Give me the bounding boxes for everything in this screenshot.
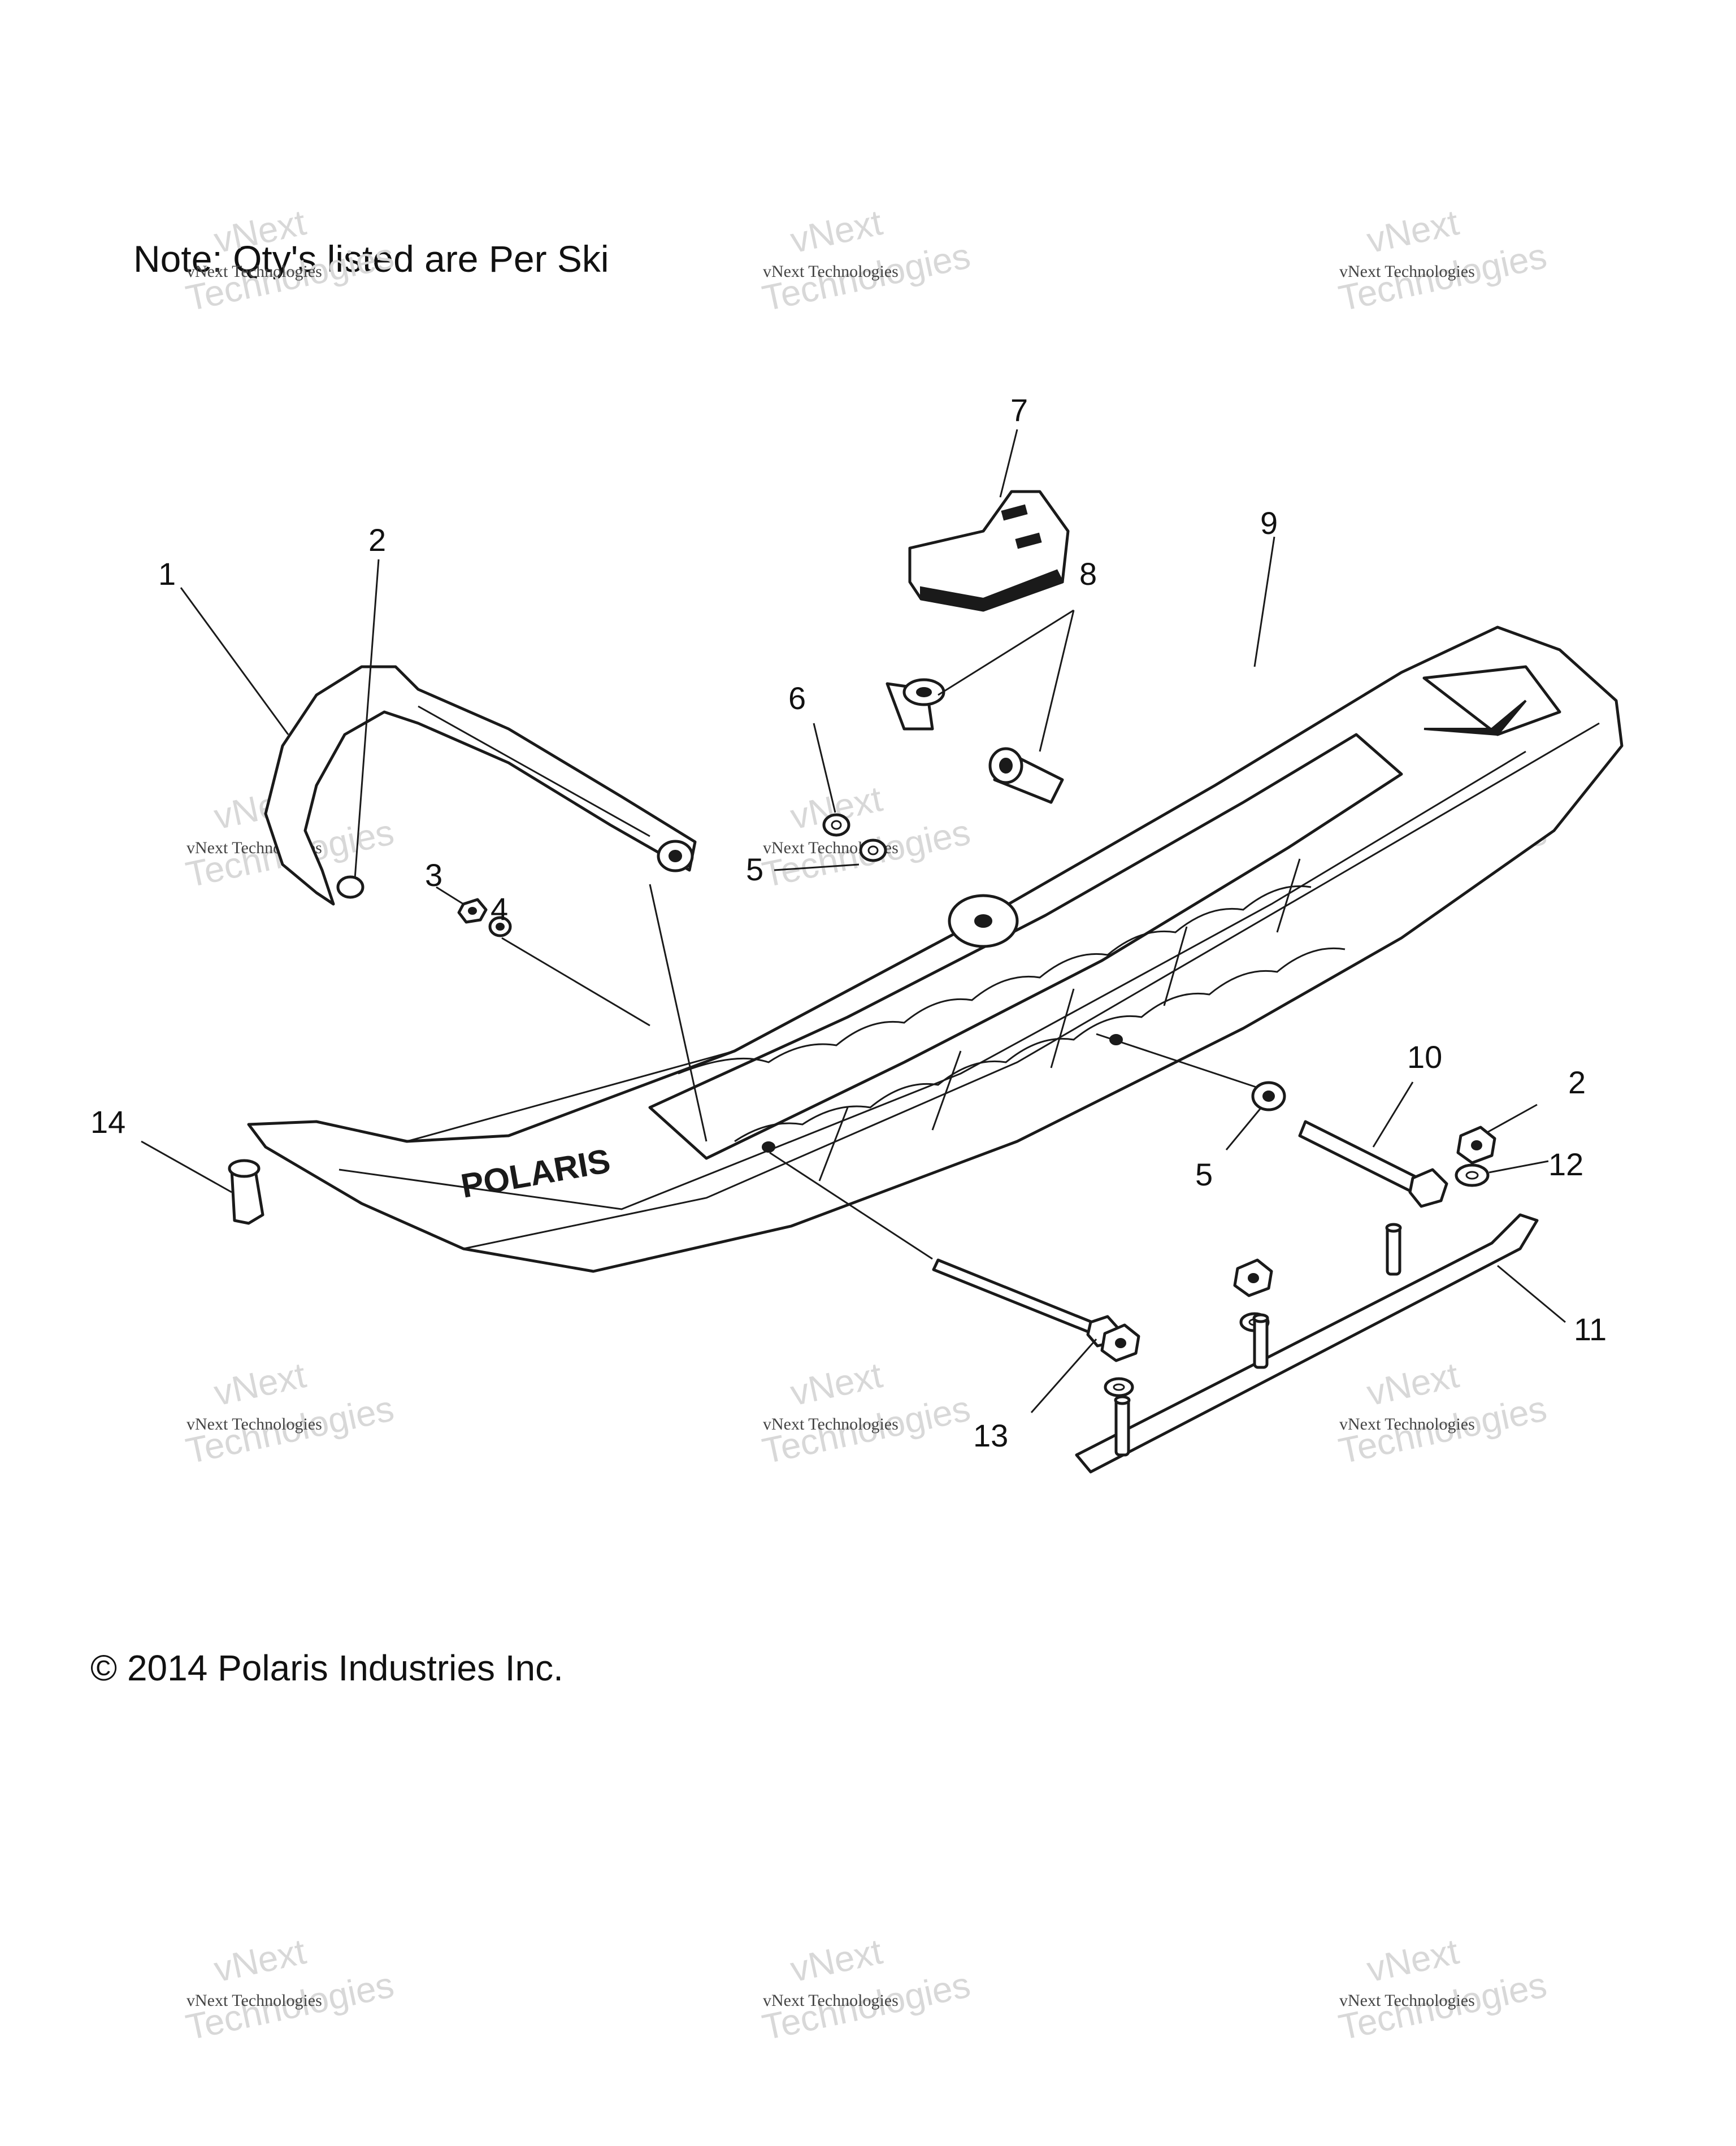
svg-text:vNext Technologies: vNext Technologies xyxy=(186,1991,322,2010)
note-text: Note: Qty's listed are Per Ski xyxy=(133,238,609,280)
svg-text:vNext: vNext xyxy=(210,1931,309,1989)
callout-5-lower: 5 xyxy=(1195,1157,1213,1192)
callout-12: 12 xyxy=(1548,1146,1583,1182)
svg-text:vNext: vNext xyxy=(787,1354,886,1413)
svg-text:vNext: vNext xyxy=(1363,202,1462,260)
callout-9: 9 xyxy=(1260,505,1278,541)
callout-13: 13 xyxy=(973,1418,1008,1453)
callout-2-right: 2 xyxy=(1568,1065,1586,1100)
svg-text:vNext Technologies: vNext Technologies xyxy=(1339,1991,1475,2010)
callout-4: 4 xyxy=(491,891,508,927)
svg-text:vNext: vNext xyxy=(210,202,309,260)
svg-text:vNext Technologies: vNext Technologies xyxy=(186,1415,322,1433)
leader-lines xyxy=(141,429,1566,1413)
callout-2-handle: 2 xyxy=(368,522,386,558)
svg-text:vNext Technologies: vNext Technologies xyxy=(186,262,322,281)
callout-14: 14 xyxy=(90,1104,125,1140)
ski-body: POLARIS xyxy=(247,625,1624,1273)
callouts: 1 2 3 4 5 6 7 8 9 10 2 12 5 11 13 14 xyxy=(90,392,1607,1453)
spindle-saddle xyxy=(908,490,1070,612)
ski-handle xyxy=(264,665,697,906)
carbide-runner xyxy=(1075,1213,1539,1474)
callout-3: 3 xyxy=(425,857,442,893)
svg-text:vNext: vNext xyxy=(1363,1354,1462,1413)
svg-text:vNext Technologies: vNext Technologies xyxy=(763,262,899,281)
callout-10: 10 xyxy=(1407,1039,1442,1075)
callout-11: 11 xyxy=(1574,1311,1607,1347)
callout-1: 1 xyxy=(158,556,176,592)
svg-text:vNext: vNext xyxy=(1363,1931,1462,1989)
svg-text:vNext Technologies: vNext Technologies xyxy=(1339,262,1475,281)
svg-text:vNext: vNext xyxy=(787,202,886,260)
svg-text:vNext Technologies: vNext Technologies xyxy=(1339,1415,1475,1433)
copyright-text: © 2014 Polaris Industries Inc. xyxy=(90,1648,563,1688)
callout-8: 8 xyxy=(1079,556,1097,592)
callout-7: 7 xyxy=(1010,392,1028,428)
svg-text:vNext Technologies: vNext Technologies xyxy=(763,1991,899,2010)
callout-5-upper: 5 xyxy=(746,852,763,887)
svg-text:vNext Technologies: vNext Technologies xyxy=(763,1415,899,1433)
bushings xyxy=(886,678,1064,804)
hardware xyxy=(228,813,1496,1397)
callout-6: 6 xyxy=(788,680,806,716)
svg-text:vNext: vNext xyxy=(787,1931,886,1989)
svg-text:vNext: vNext xyxy=(210,1354,309,1413)
